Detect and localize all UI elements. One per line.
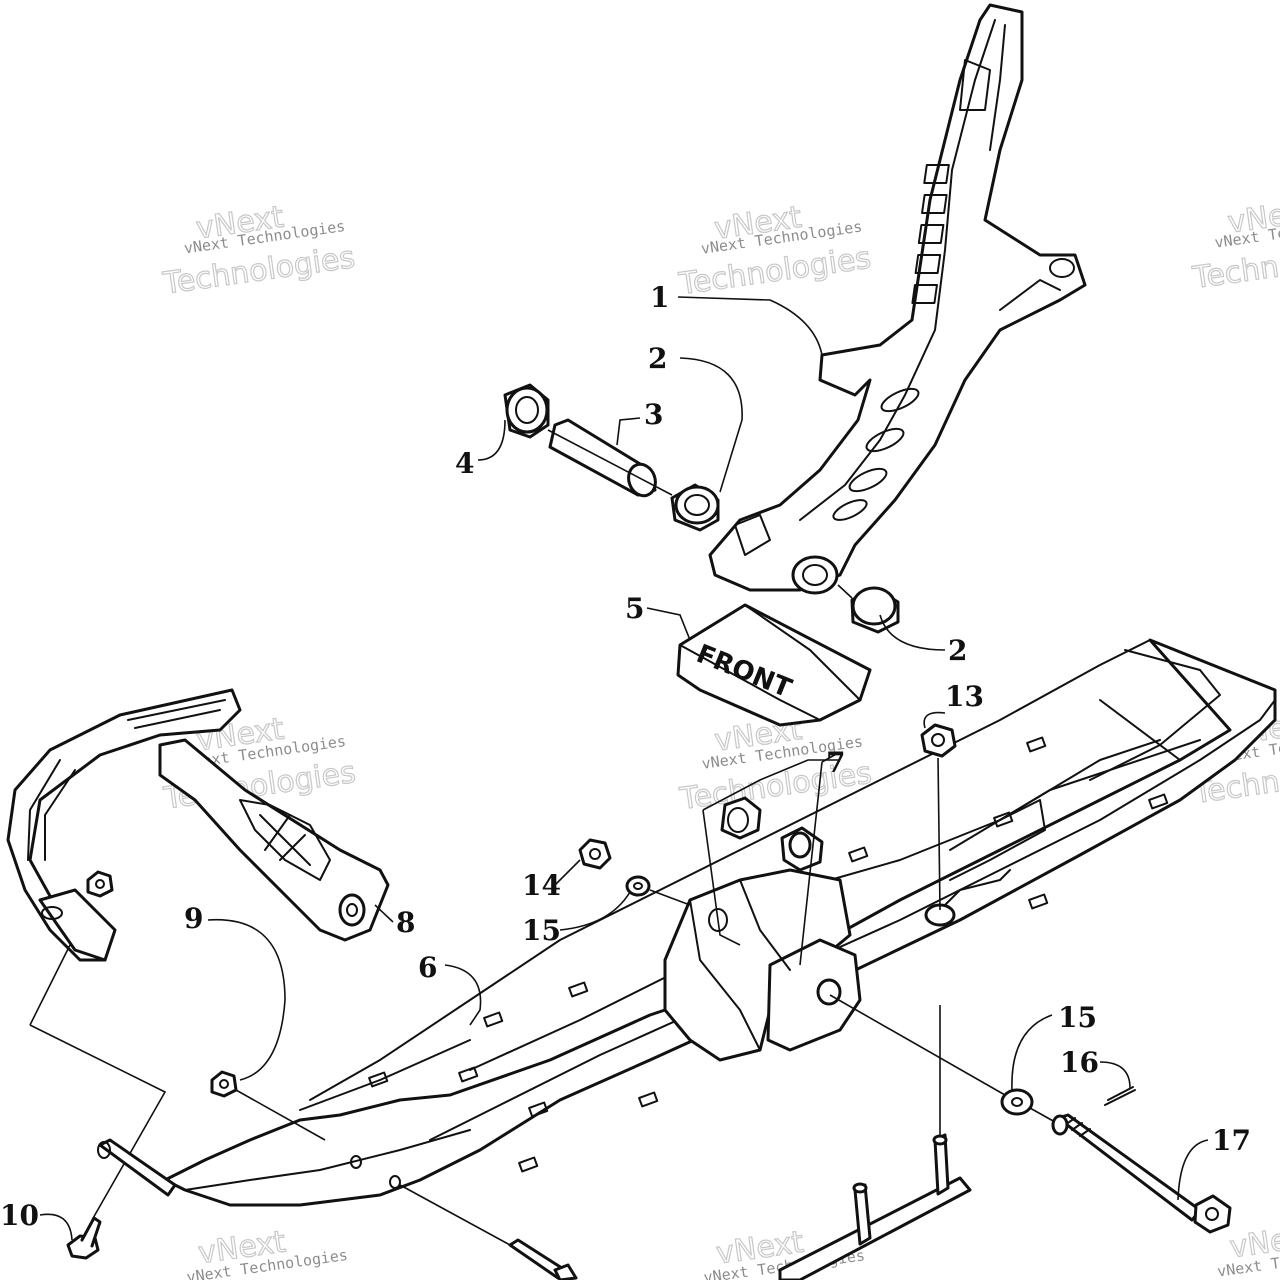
callout-8: 8 [396, 906, 415, 939]
callout-16: 16 [1060, 1046, 1099, 1079]
callout-15-upper: 15 [522, 914, 561, 947]
bushing-4-part [503, 383, 550, 439]
callout-14: 14 [522, 869, 561, 902]
spacer-tube-3-part [548, 418, 657, 498]
callout-5: 5 [625, 592, 644, 625]
ski-pivot-rod-part [97, 1138, 177, 1197]
callout-17: 17 [1212, 1124, 1251, 1157]
bushing-2-lower-part [850, 586, 900, 634]
grommet-7-part [720, 796, 824, 872]
washer-15-lower-part [1000, 1088, 1034, 1116]
callout-15-lower: 15 [1058, 1001, 1097, 1034]
watermark-2: vNext vNext Technologies Technologies [676, 199, 874, 303]
watermark-7: vNext vNext Technologies [185, 1224, 348, 1280]
ski-loop-handle-part [6, 688, 390, 962]
callout-10: 10 [0, 1199, 39, 1232]
flange-nut-14-part [578, 838, 612, 870]
callout-2-lower: 2 [948, 634, 967, 667]
wear-bar-part [778, 1133, 972, 1280]
spindle-arm-part [708, 3, 1087, 595]
bolt-lower-part [508, 1238, 578, 1280]
cotter-pin-16-part [1104, 1086, 1136, 1106]
callout-13: 13 [945, 680, 984, 713]
callout-3: 3 [644, 398, 663, 431]
callout-7: 7 [826, 746, 845, 779]
front-wear-pad-part: FRONT [676, 603, 872, 727]
nut-9-upper-part [86, 870, 114, 898]
callout-4: 4 [455, 447, 474, 480]
bolt-17-part [1051, 1113, 1232, 1234]
washer-15-upper-part [625, 875, 651, 897]
bushing-2-upper-part [670, 483, 720, 532]
callout-1: 1 [650, 281, 669, 314]
watermark-1: vNext vNext Technologies Technologies [160, 199, 358, 302]
nut-9-lower-part [210, 1070, 238, 1098]
callout-2-upper: 2 [648, 342, 667, 375]
callout-9: 9 [184, 902, 203, 935]
callout-6: 6 [418, 951, 437, 984]
lock-nut-13-part [920, 723, 957, 758]
watermark-3: vNext vNext Technologies Technologies [1189, 193, 1280, 297]
bolt-10-part [66, 1216, 102, 1260]
